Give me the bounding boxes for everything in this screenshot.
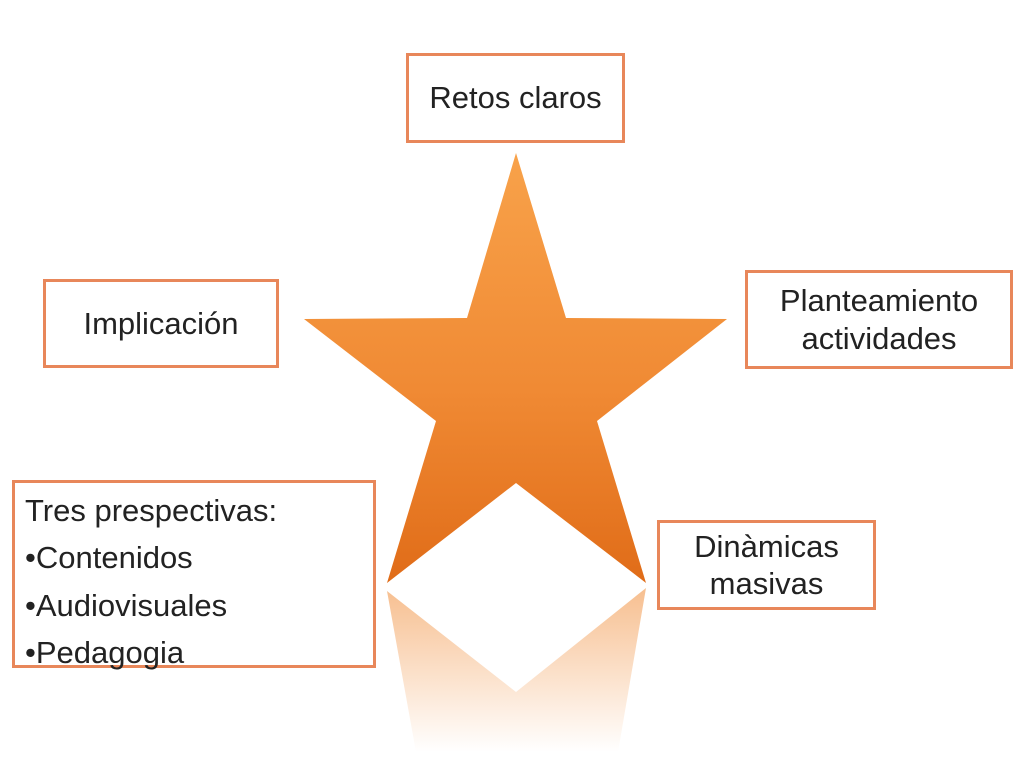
dinamicas-label-line2: masivas	[709, 566, 824, 601]
retos-claros-box: Retos claros	[406, 53, 625, 143]
implicacion-box: Implicación	[43, 279, 279, 368]
dinamicas-label-line1: Dinàmicas	[694, 528, 839, 564]
planteamiento-label-line1: Planteamiento	[779, 283, 979, 319]
perspectivas-item-pedagogia: •Pedagogia	[25, 635, 185, 671]
star-reflection	[387, 588, 646, 752]
retos-claros-label: Retos claros	[429, 80, 602, 116]
planteamiento-label-line2: actividades	[801, 320, 957, 356]
perspectivas-item-audiovisuales: •Audiovisuales	[25, 587, 228, 623]
tres-perspectivas-box: Tres prespectivas: •Contenidos •Audiovis…	[12, 480, 376, 670]
perspectivas-heading: Tres prespectivas:	[25, 493, 278, 528]
implicacion-label: Implicación	[83, 305, 239, 341]
dinamicas-masivas-box: Dinàmicas masivas	[657, 520, 876, 610]
perspectivas-item-contenidos: •Contenidos	[25, 540, 193, 576]
planteamiento-actividades-box: Planteamiento actividades	[745, 270, 1013, 369]
five-point-star-icon	[304, 153, 727, 583]
